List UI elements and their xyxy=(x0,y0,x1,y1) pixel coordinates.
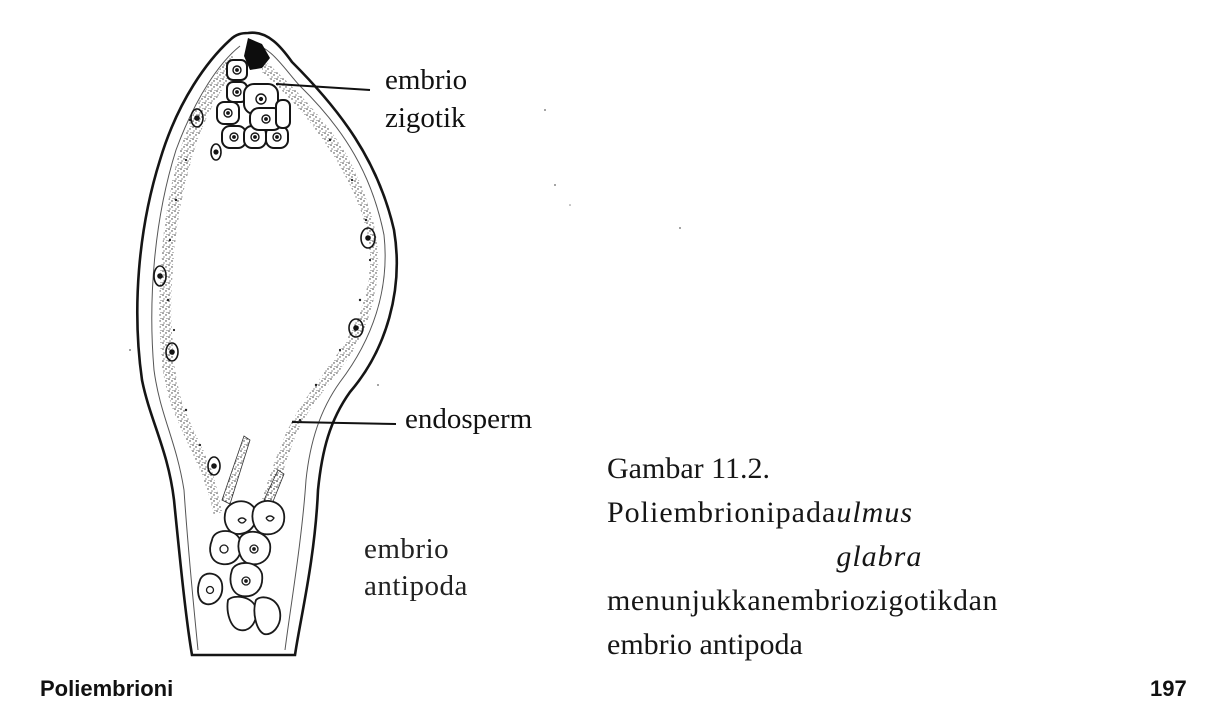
caption-title: Gambar 11.2. xyxy=(607,452,771,485)
caption-word-dan: dan xyxy=(953,584,999,617)
label-zygotic-embryo-line1: embrio xyxy=(385,64,468,96)
label-antipodal-embryo-line1: embrio xyxy=(364,533,450,565)
leader-line-endosperm xyxy=(291,421,397,425)
caption-word-embrio: embrio xyxy=(776,584,866,617)
endosperm-band-right xyxy=(262,58,379,505)
caption-word-poliembrioni: Poliembrioni xyxy=(607,496,776,529)
scan-specks xyxy=(129,109,681,386)
caption-species-name: ulmus glabra xyxy=(836,496,923,573)
label-antipodal-embryo-line2: antipoda xyxy=(364,570,468,602)
label-zygotic-embryo-line2: zigotik xyxy=(385,102,466,134)
figure-caption: Gambar 11.2. Poliembrioni pada ulmus gla… xyxy=(607,447,998,667)
stippled-strand xyxy=(221,435,251,505)
leader-line-zygotic-embryo xyxy=(275,83,371,91)
caption-line-4: embrio antipoda xyxy=(607,628,803,661)
antipodal-embryo-cluster xyxy=(197,500,286,636)
caption-word-menunjukkan: menunjukkan xyxy=(607,584,777,617)
antipodal-embryo-nuclei xyxy=(205,515,275,595)
caption-word-pada: pada xyxy=(775,496,837,529)
label-endosperm: endosperm xyxy=(405,403,533,435)
ovule-outer-wall xyxy=(136,31,398,657)
zygotic-embryo-nuclei xyxy=(223,65,282,142)
zygotic-embryo-cluster xyxy=(216,59,291,149)
stipple-accents xyxy=(166,118,372,447)
endosperm-nuclei xyxy=(153,108,376,476)
footer-page-number: 197 xyxy=(1150,676,1187,701)
micropyle-cap xyxy=(244,38,270,70)
footer-running-title: Poliembrioni xyxy=(40,676,174,701)
caption-line-2: Poliembrioni pada ulmus glabra xyxy=(607,491,967,579)
caption-word-zigotik: zigotik xyxy=(865,584,954,617)
caption-line-3: menunjukkan embrio zigotik dan xyxy=(607,579,998,623)
endosperm-band-left xyxy=(159,56,240,515)
